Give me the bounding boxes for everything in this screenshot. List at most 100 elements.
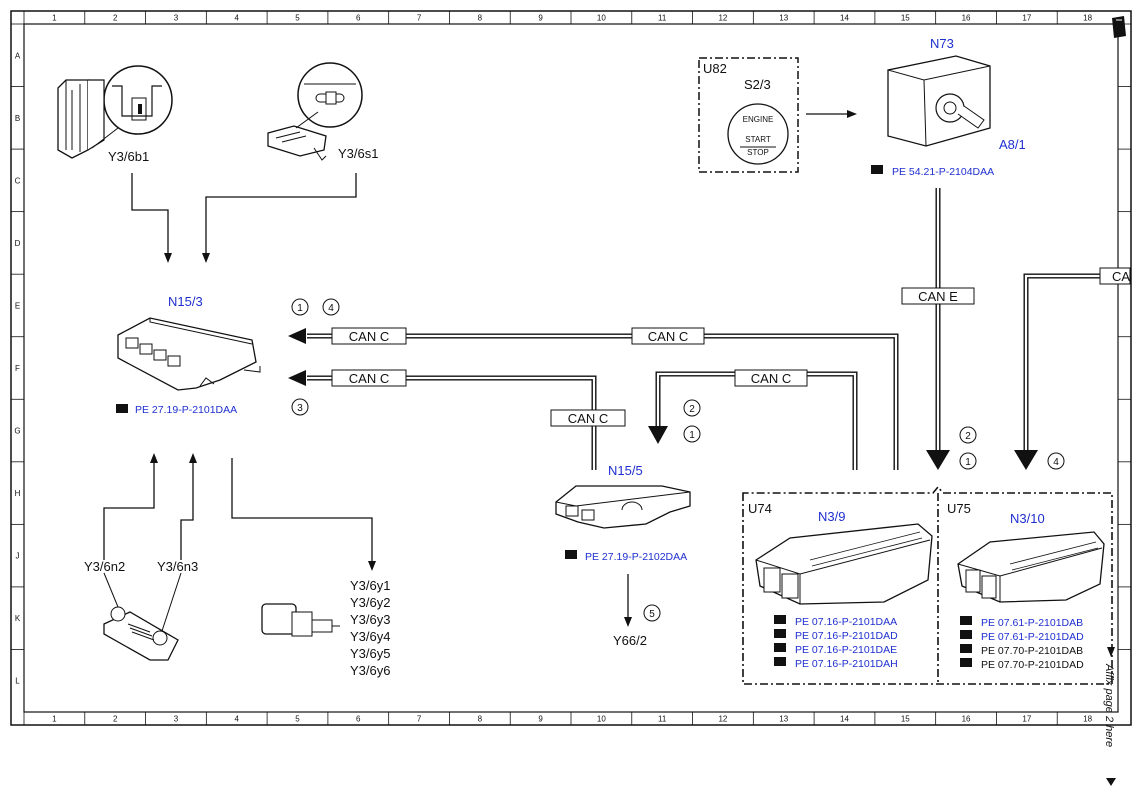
circle-4-n3-10: 4 — [1047, 452, 1065, 470]
n15-5-control-unit — [555, 485, 691, 529]
can-c-bus-n15-5 — [648, 371, 858, 470]
svg-text:CAN E: CAN E — [918, 289, 958, 304]
grid-col-top-label: 6 — [356, 14, 361, 23]
grid-row-left-label: H — [15, 489, 21, 498]
grid-row-left-label: D — [15, 239, 21, 248]
svg-text:Y3/6y3: Y3/6y3 — [350, 612, 390, 627]
grid-rows-right — [1118, 23, 1131, 650]
svg-text:3: 3 — [297, 403, 303, 414]
grid-col-bottom-label: 10 — [597, 715, 606, 724]
can-e-bus — [926, 188, 950, 470]
y3-6n3-signal-line — [180, 453, 197, 560]
can-c-label-4: CAN C — [550, 409, 626, 427]
y3-6n3-label: Y3/6n3 — [157, 559, 198, 574]
svg-text:Y3/6y4: Y3/6y4 — [350, 629, 390, 644]
grid-col-bottom-label: 18 — [1083, 715, 1092, 724]
grid-row-left-label: B — [15, 114, 20, 123]
grid-row-left-label: L — [15, 677, 20, 686]
grid-col-top-label: 10 — [597, 14, 606, 23]
svg-text:PE 07.16-P-2101DAE: PE 07.16-P-2101DAE — [795, 644, 897, 656]
grid-row-left-label: E — [15, 301, 20, 310]
y3-6n2-signal-line — [103, 453, 158, 560]
y3-6b1-signal-line — [131, 173, 172, 263]
grid-col-top-label: 1 — [52, 14, 57, 23]
grid-col-bottom-label: 12 — [718, 715, 727, 724]
svg-text:Y3/6y1: Y3/6y1 — [350, 578, 390, 593]
y3-6s1-label: Y3/6s1 — [338, 146, 378, 161]
u82-label: U82 — [703, 61, 727, 76]
svg-text:PE 07.61-P-2101DAD: PE 07.61-P-2101DAD — [981, 631, 1084, 643]
can-a-bus — [1014, 273, 1100, 470]
grid-col-top-label: 2 — [113, 14, 118, 23]
svg-text:2: 2 — [965, 431, 971, 442]
svg-text:PE 27.19-P-2102DAA: PE 27.19-P-2102DAA — [585, 551, 687, 563]
grid-col-bottom-label: 9 — [538, 715, 543, 724]
n15-5-reference: PE 27.19-P-2102DAA — [565, 550, 687, 563]
grid-col-top-label: 18 — [1083, 14, 1092, 23]
grid-col-bottom-label: 3 — [174, 715, 179, 724]
grid-col-top-label: 11 — [658, 14, 667, 23]
svg-text:CA: CA — [1112, 269, 1130, 284]
svg-text:PE 07.16-P-2101DAD: PE 07.16-P-2101DAD — [795, 630, 898, 642]
grid-col-top-label: 5 — [295, 14, 300, 23]
s2-3-label: S2/3 — [744, 77, 771, 92]
n73-ignition-switch — [887, 55, 991, 147]
u74-u75-box — [742, 485, 1113, 685]
y3-6y-labels: Y3/6y1 Y3/6y2 Y3/6y3 Y3/6y4 Y3/6y5 Y3/6y… — [350, 578, 390, 678]
svg-text:PE 07.16-P-2101DAH: PE 07.16-P-2101DAH — [795, 658, 898, 670]
n3-10-references: PE 07.61-P-2101DAB PE 07.61-P-2101DAD PE… — [960, 616, 1084, 671]
svg-text:2: 2 — [689, 404, 695, 415]
n3-10-label: N3/10 — [1010, 511, 1045, 526]
circle-2-n3-9: 2 — [959, 426, 977, 444]
y3-6b1-sensor — [57, 65, 173, 159]
svg-text:PE 54.21-P-2104DAA: PE 54.21-P-2104DAA — [892, 166, 994, 178]
can-c-bus-upper — [288, 328, 899, 470]
svg-text:PE 27.19-P-2101DAA: PE 27.19-P-2101DAA — [135, 404, 237, 416]
grid-col-top-label: 14 — [840, 14, 849, 23]
n15-5-label: N15/5 — [608, 463, 643, 478]
circle-1: 1 — [291, 298, 309, 316]
svg-text:CAN C: CAN C — [648, 329, 688, 344]
can-a-label: CA — [1099, 267, 1131, 285]
engine-start-stop-button: ENGINE START STOP — [727, 103, 789, 165]
n3-9-label: N3/9 — [818, 509, 845, 524]
grid-col-bottom-label: 8 — [478, 715, 483, 724]
y66-2-label: Y66/2 — [613, 633, 647, 648]
svg-text:CAN C: CAN C — [751, 371, 791, 386]
circle-2-n15-5: 2 — [683, 399, 701, 417]
svg-text:Y3/6y2: Y3/6y2 — [350, 595, 390, 610]
can-c-label-5: CAN C — [734, 369, 808, 387]
svg-text:PE 07.70-P-2101DAD: PE 07.70-P-2101DAD — [981, 659, 1084, 671]
svg-text:Y3/6y6: Y3/6y6 — [350, 663, 390, 678]
grid-row-left-label: G — [14, 427, 20, 436]
grid-col-top-label: 4 — [234, 14, 239, 23]
grid-col-top-label: 7 — [417, 14, 422, 23]
y3-6n-speed-sensors — [103, 572, 182, 661]
circle-3: 3 — [291, 398, 309, 416]
u74-label: U74 — [748, 501, 772, 516]
grid-row-left-label: J — [16, 552, 20, 561]
grid-col-bottom-label: 17 — [1022, 715, 1031, 724]
n73-label: N73 — [930, 36, 954, 51]
svg-text:PE 07.70-P-2101DAB: PE 07.70-P-2101DAB — [981, 645, 1083, 657]
n3-9-engine-control-unit — [755, 523, 933, 605]
grid-col-bottom-label: 4 — [234, 715, 239, 724]
grid-row-left-label: C — [15, 176, 21, 185]
grid-col-bottom-label: 2 — [113, 715, 118, 724]
n15-3-label: N15/3 — [168, 294, 203, 309]
grid-col-top-label: 17 — [1022, 14, 1031, 23]
svg-text:1: 1 — [965, 457, 971, 468]
grid-col-bottom-label: 13 — [779, 715, 788, 724]
svg-text:4: 4 — [1053, 457, 1059, 468]
grid-col-top-label: 12 — [718, 14, 727, 23]
svg-text:PE 07.16-P-2101DAA: PE 07.16-P-2101DAA — [795, 616, 897, 628]
grid-col-bottom-label: 14 — [840, 715, 849, 724]
document-icon — [1112, 16, 1126, 38]
svg-text:PE 07.61-P-2101DAB: PE 07.61-P-2101DAB — [981, 617, 1083, 629]
grid-col-bottom-label: 16 — [962, 715, 971, 724]
circle-5: 5 — [643, 604, 661, 622]
n15-3-reference: PE 27.19-P-2101DAA — [116, 404, 237, 416]
svg-text:STOP: STOP — [747, 148, 769, 157]
